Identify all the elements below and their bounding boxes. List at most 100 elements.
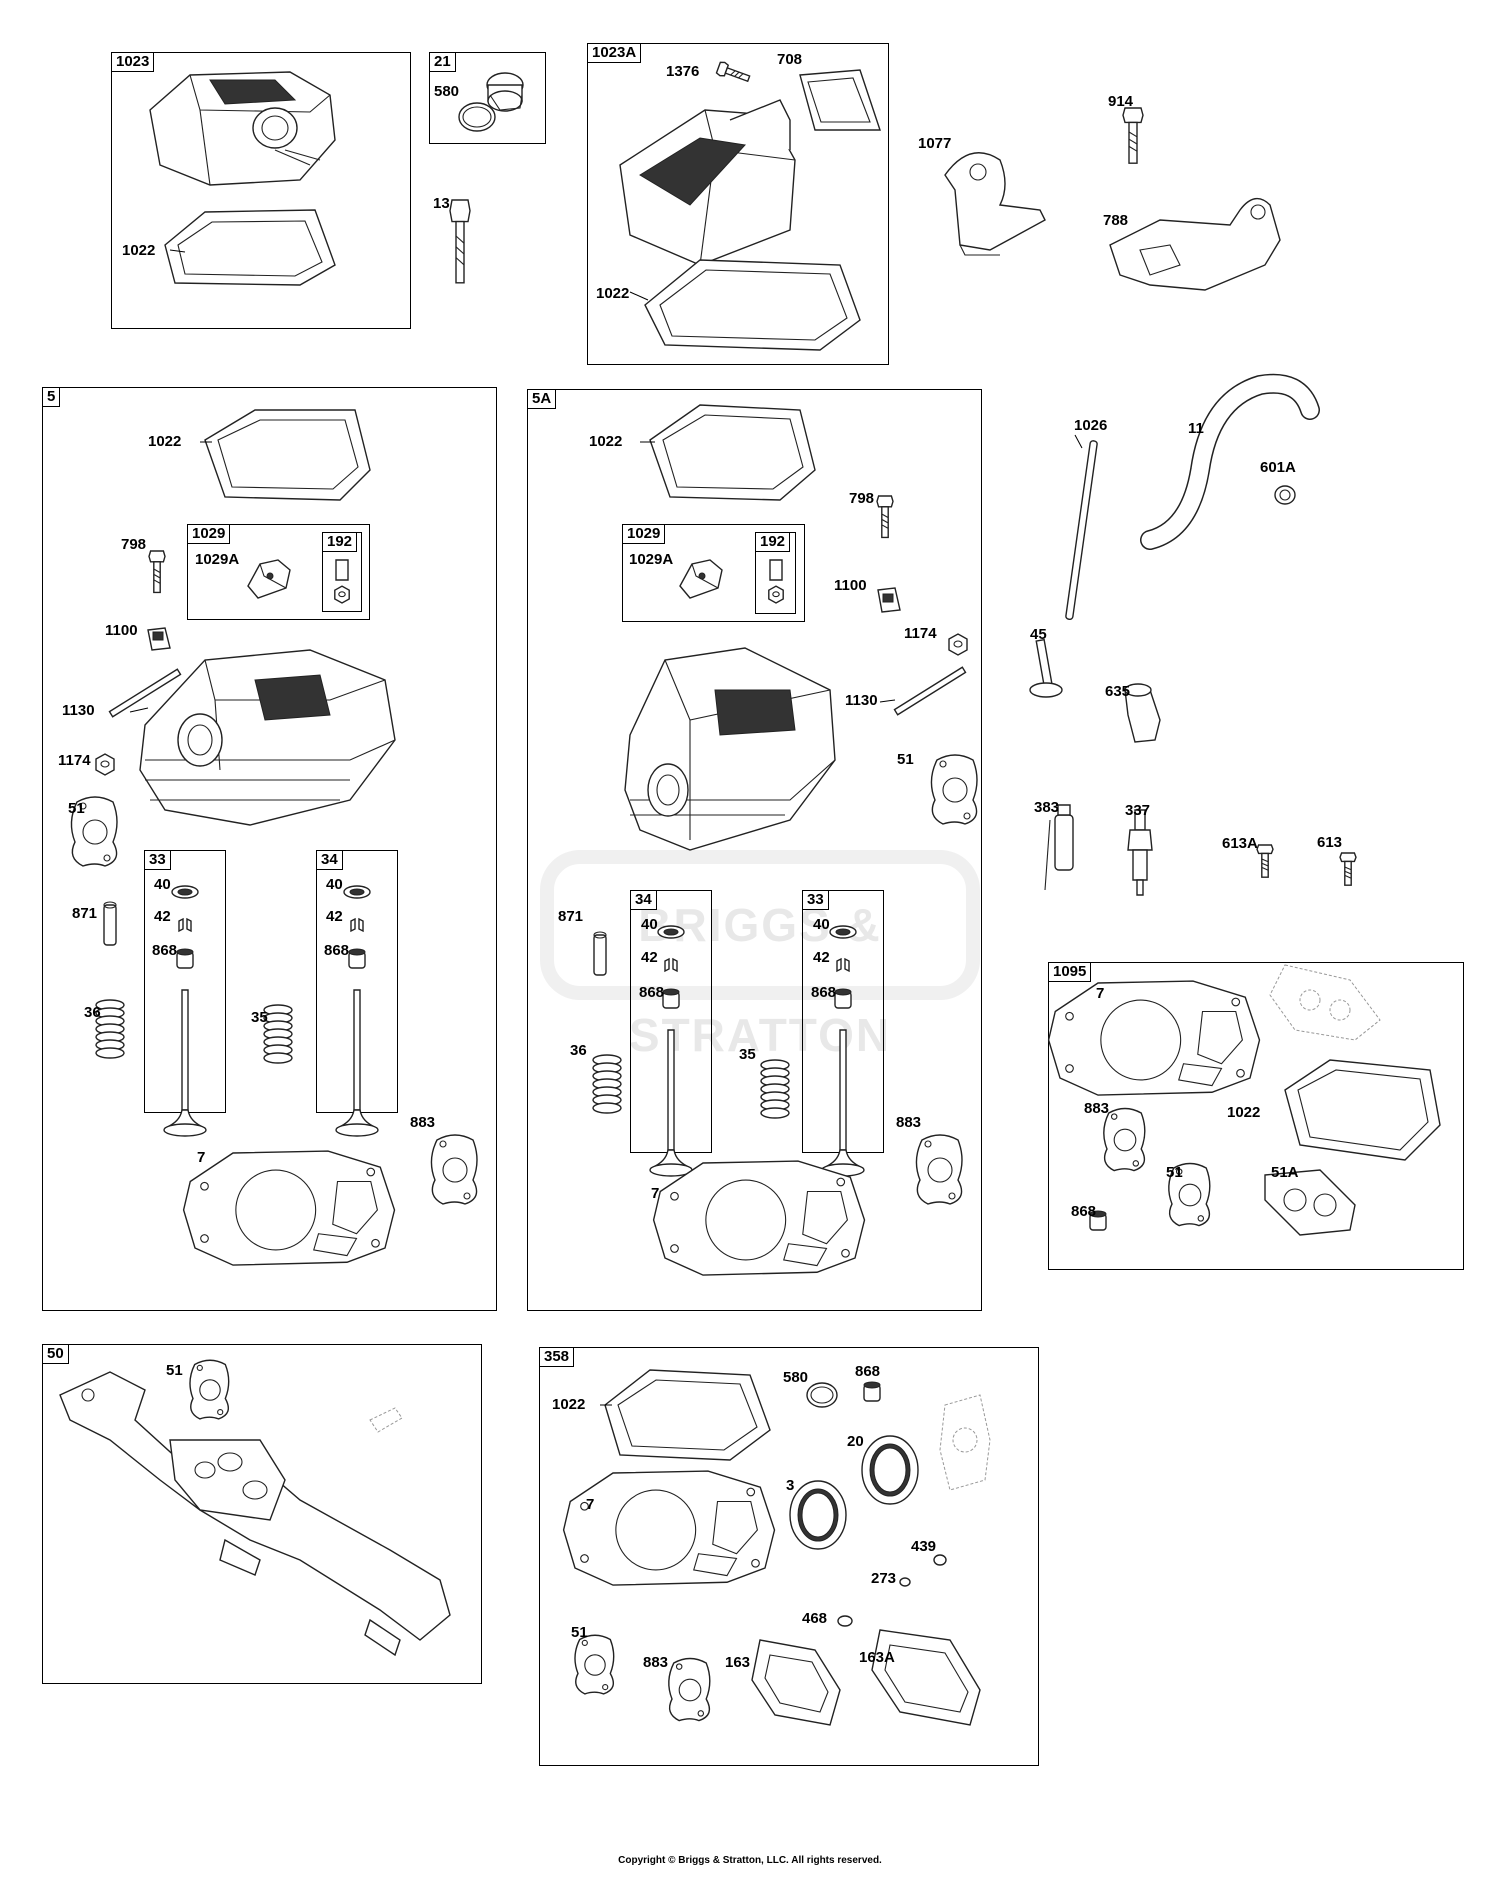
- head-gasket-7-d: [562, 1470, 776, 1586]
- label-1100-b: 1100: [834, 577, 867, 594]
- box-label-1029-right: 1029: [622, 524, 666, 544]
- label-42-a: 42: [154, 908, 171, 925]
- pushrod-1026: [1066, 440, 1098, 619]
- label-1029A-a: 1029A: [195, 551, 240, 568]
- label-51-e: 51: [571, 1624, 588, 1641]
- label-42-c: 42: [641, 949, 658, 966]
- label-36-b: 36: [570, 1042, 587, 1059]
- bolt-914: [1122, 107, 1144, 165]
- oil-fill-cap-21: [487, 73, 523, 111]
- label-601A: 601A: [1260, 459, 1296, 476]
- label-871-a: 871: [72, 905, 98, 922]
- label-788: 788: [1103, 212, 1129, 229]
- label-1022-e: 1022: [1227, 1104, 1261, 1121]
- nut-1174-a: [95, 753, 115, 776]
- o-ring-439: [934, 1555, 946, 1565]
- label-914: 914: [1108, 93, 1134, 110]
- bracket-788: [1110, 199, 1280, 290]
- box-label-192-right: 192: [755, 532, 791, 552]
- nut-192-b: [768, 560, 784, 604]
- spring-35-a: [263, 1004, 293, 1064]
- nut-1174-b: [948, 633, 968, 656]
- label-11: 11: [1188, 420, 1204, 437]
- label-7-b: 7: [651, 1185, 660, 1202]
- label-51-c: 51: [1166, 1164, 1183, 1181]
- box-1095: 1095: [1048, 962, 1464, 1270]
- box-192-right: 192: [755, 532, 796, 614]
- gasket-51A: [1265, 1170, 1355, 1235]
- box-21: 21: [429, 52, 546, 144]
- clamp-601A: [1275, 486, 1295, 504]
- label-883-a: 883: [410, 1114, 436, 1131]
- box-358: 358: [539, 1347, 1039, 1766]
- label-1130-b: 1130: [845, 692, 878, 709]
- sensor-383: [1045, 805, 1073, 890]
- box-label-50: 50: [42, 1344, 69, 1364]
- label-868-f: 868: [855, 1363, 881, 1380]
- box-label-192-left: 192: [322, 532, 358, 552]
- gasket-163: [752, 1640, 840, 1725]
- label-871-b: 871: [558, 908, 584, 925]
- label-1174-b: 1174: [904, 625, 937, 642]
- nut-192-a: [334, 560, 350, 604]
- head-gasket-7-a: [182, 1150, 396, 1266]
- label-7-d: 7: [586, 1496, 595, 1513]
- box-label-1023A: 1023A: [587, 43, 642, 63]
- gasket-1022-e: [1285, 1060, 1440, 1160]
- exhaust-gasket-ghost: [1270, 965, 1380, 1040]
- box-label-33-left: 33: [144, 850, 171, 870]
- label-7-a: 7: [197, 1149, 206, 1166]
- label-883-c: 883: [1084, 1100, 1110, 1117]
- box-label-358: 358: [539, 1347, 575, 1367]
- label-580-b: 580: [783, 1369, 809, 1386]
- rocker-cover-gasket-1022-a: [165, 210, 335, 285]
- label-7-c: 7: [1096, 985, 1105, 1002]
- bolt-13: [448, 198, 472, 285]
- label-13: 13: [433, 195, 450, 212]
- gasket-708: [800, 70, 880, 130]
- gasket-1022-c: [205, 410, 370, 500]
- spring-35-b: [760, 1059, 790, 1119]
- cylinder-head-5A: [625, 648, 835, 850]
- label-868-e: 868: [1071, 1203, 1097, 1220]
- bolt-613: [1339, 852, 1357, 886]
- spark-plug-337: [1128, 810, 1152, 895]
- bracket-1077: [945, 153, 1045, 255]
- label-51-a: 51: [68, 800, 85, 817]
- label-3: 3: [786, 1477, 795, 1494]
- label-1174-a: 1174: [58, 752, 91, 769]
- gasket-51-d: [189, 1359, 230, 1420]
- label-40-c: 40: [641, 916, 658, 933]
- intake-manifold-50: [60, 1372, 450, 1655]
- valve-cover-1023: [150, 72, 335, 185]
- label-868-a: 868: [152, 942, 178, 959]
- tappet-45: [1030, 640, 1062, 697]
- label-51-d: 51: [166, 1362, 183, 1379]
- gasket-163A: [872, 1630, 980, 1725]
- label-35-b: 35: [739, 1046, 756, 1063]
- spring-36-b: [592, 1054, 622, 1114]
- label-439: 439: [911, 1538, 937, 1555]
- elbow-635: [1125, 684, 1160, 742]
- gasket-1022-d: [650, 405, 815, 500]
- label-40-b: 40: [326, 876, 343, 893]
- o-ring-580-b: [807, 1383, 837, 1407]
- box-5A: 5A: [527, 389, 982, 1311]
- label-51-b: 51: [897, 751, 914, 768]
- label-613A: 613A: [1222, 835, 1258, 852]
- label-35-a: 35: [251, 1009, 268, 1026]
- rocker-arm-1029A-a: [247, 559, 291, 599]
- valve-guide-871-b: [593, 931, 607, 976]
- box-label-5: 5: [42, 387, 61, 407]
- bolt-798-a: [148, 550, 166, 594]
- rocker-cover-gasket-1022-b: [645, 260, 860, 350]
- o-ring-580-a: [459, 103, 495, 131]
- label-1022-c: 1022: [148, 433, 182, 450]
- label-468: 468: [802, 1610, 828, 1627]
- label-868-c: 868: [639, 984, 665, 1001]
- label-273: 273: [871, 1570, 897, 1587]
- label-42-d: 42: [813, 949, 830, 966]
- label-1376: 1376: [666, 63, 700, 80]
- label-635: 635: [1105, 683, 1131, 700]
